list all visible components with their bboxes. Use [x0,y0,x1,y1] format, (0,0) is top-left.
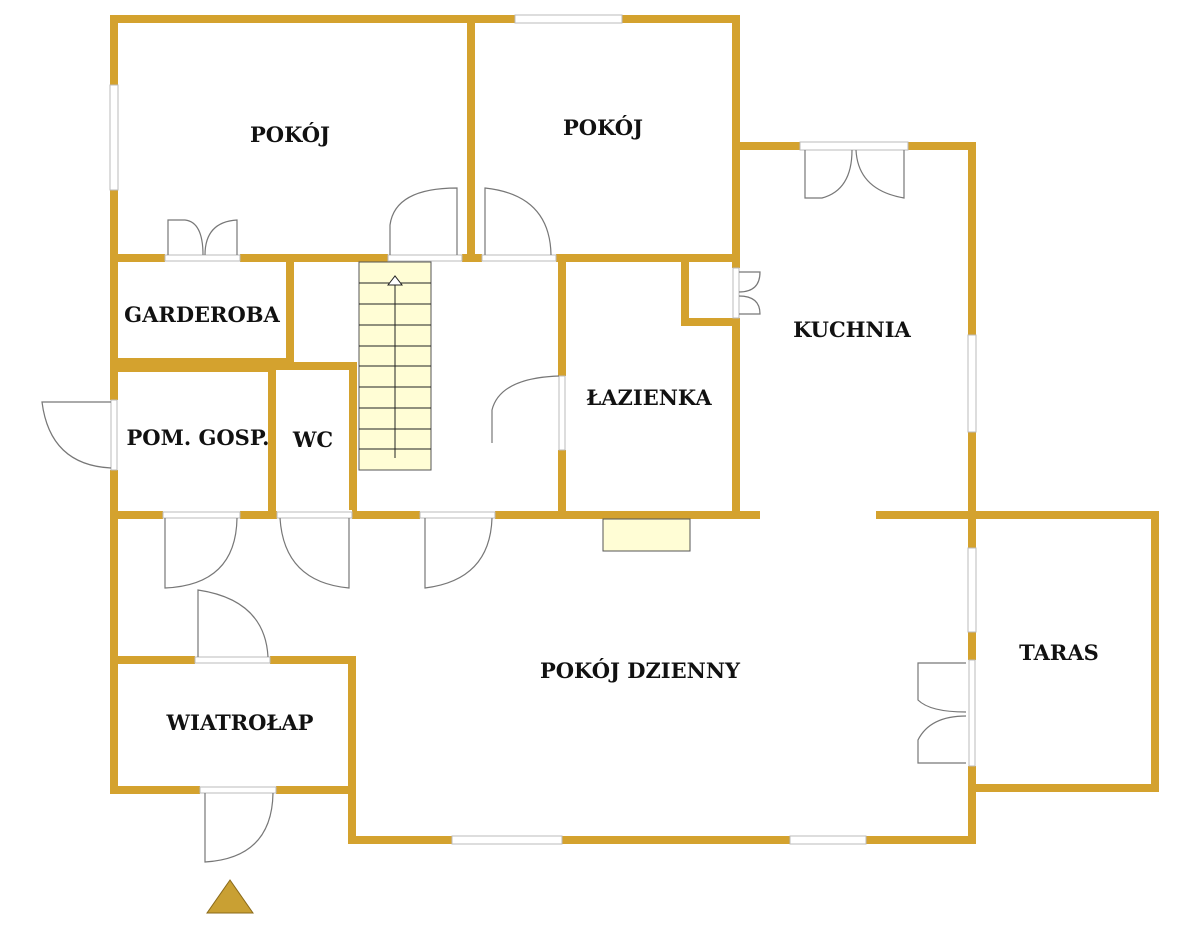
door-frame [419,511,496,519]
entrance-triangle-icon [206,879,254,914]
room-label-wiatrolap: WIATROŁAP [166,710,314,735]
room-label-kuchnia: KUCHNIA [793,317,911,342]
door-frame [481,254,557,262]
room-label-pom-gosp: POM. GOSP. [127,425,270,450]
door-frame [199,786,277,794]
door-frame [164,254,241,262]
room-label-wc: WC [292,427,333,452]
room-labels: POKÓJ POKÓJ GARDEROBA POM. GOSP. WC ŁAZI… [124,115,1099,735]
door-swings [41,149,967,863]
door-frame [162,511,241,519]
door-frame [276,511,353,519]
room-label-taras: TARAS [1019,640,1099,665]
window [967,334,977,433]
room-label-pokoj-dzienny: POKÓJ DZIENNY [540,658,741,683]
door-frame [732,267,740,319]
stairs-up-arrow-icon [386,275,404,286]
window [799,141,909,151]
room-label-pokoj: POKÓJ [250,122,330,147]
door-frame [387,254,463,262]
window [109,84,119,191]
door-frame [558,375,566,451]
door-frame [968,659,976,767]
openings [109,14,977,845]
window [789,835,867,845]
room-label-pokoj: POKÓJ [563,115,643,140]
stairs [358,261,432,471]
door-frame [110,399,118,471]
window [514,14,623,24]
room-label-lazienka: ŁAZIENKA [586,385,712,410]
kitchen-counter [602,518,691,552]
room-label-garderoba: GARDEROBA [124,302,280,327]
window [967,547,977,633]
door-frame [194,656,271,664]
window [451,835,563,845]
